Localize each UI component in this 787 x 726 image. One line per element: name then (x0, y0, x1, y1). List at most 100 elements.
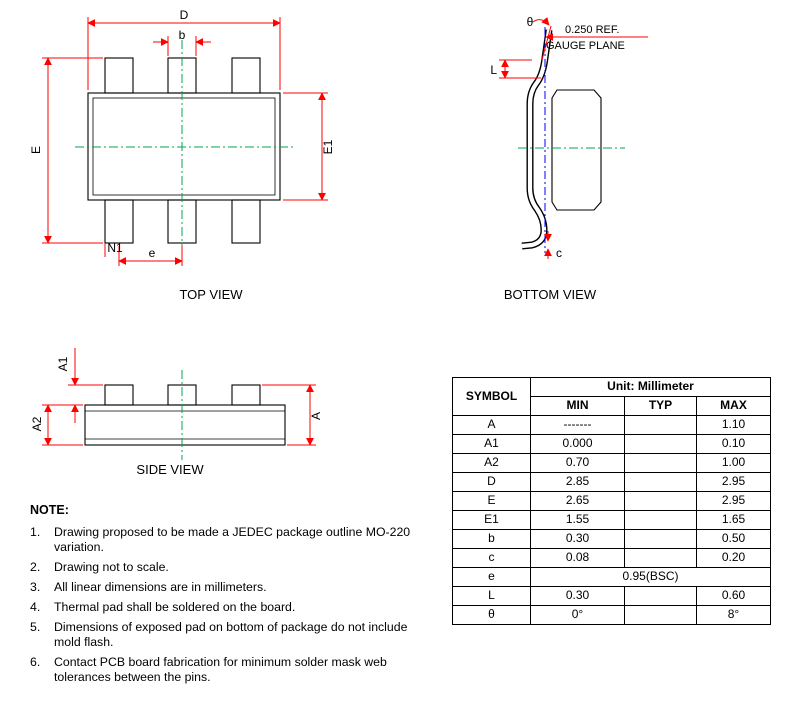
note-item-4: 4. Thermal pad shall be soldered on the … (30, 600, 430, 615)
note-text: Dimensions of exposed pad on bottom of p… (54, 620, 408, 649)
note-item-1: 1. Drawing proposed to be made a JEDEC p… (30, 525, 430, 555)
note-text: Thermal pad shall be soldered on the boa… (54, 600, 296, 614)
max-cell: 1.00 (696, 453, 771, 473)
dim-row-e-cap: E 2.65 2.95 (452, 491, 771, 511)
symbol-cell: L (452, 586, 531, 606)
dim-label-a2: A2 (30, 416, 44, 431)
bottom-view-lead (521, 29, 553, 250)
notes-title: NOTE: (30, 503, 69, 517)
bottom-view-dimension-lines (499, 16, 648, 259)
note-number: 3. (30, 580, 41, 594)
symbol-cell: b (452, 529, 531, 549)
symbol-cell: A (452, 415, 531, 435)
dim-label-a: A (309, 412, 323, 420)
side-view: A1 A2 A SIDE VIEW (20, 330, 340, 490)
top-view-drawing: D b E E1 N1 e TOP VIEW (29, 10, 335, 302)
dim-row-e: e 0.95(BSC) (452, 567, 771, 587)
max-cell: 0.20 (696, 548, 771, 568)
top-view-title: TOP VIEW (179, 287, 243, 302)
min-cell: 0.08 (530, 548, 625, 568)
top-view-centerlines (75, 40, 296, 257)
dim-label-e: e (149, 246, 156, 260)
dim-row-a2: A2 0.70 1.00 (452, 453, 771, 473)
note-text: Drawing not to scale. (54, 560, 169, 574)
dim-label-e1: E1 (321, 139, 335, 154)
dim-label-d: D (180, 10, 189, 22)
note-number: 4. (30, 600, 41, 614)
max-cell: 2.95 (696, 472, 771, 492)
dim-row-a: A ------- 1.10 (452, 415, 771, 435)
typ-header: TYP (624, 396, 697, 416)
bottom-view-drawing: θ 0.250 REF. GAUGE PLANE L c BOTTOM VIEW (490, 15, 648, 302)
symbol-cell: A2 (452, 453, 531, 473)
dim-label-b: b (179, 28, 186, 42)
note-number: 2. (30, 560, 41, 574)
symbol-header: SYMBOL (452, 377, 531, 416)
symbol-cell: E (452, 491, 531, 511)
dim-label-a1: A1 (56, 356, 70, 371)
dim-label-l: L (490, 63, 497, 77)
max-cell: 0.60 (696, 586, 771, 606)
dim-row-e1: E1 1.55 1.65 (452, 510, 771, 530)
min-cell: 2.85 (530, 472, 625, 492)
symbol-cell: θ (452, 605, 531, 625)
note-number: 1. (30, 525, 41, 539)
top-view: D b E E1 N1 e TOP VIEW (20, 10, 340, 305)
note-number: 6. (30, 655, 41, 669)
typ-cell (624, 510, 697, 530)
side-view-package-outline (84, 384, 286, 446)
max-header: MAX (696, 396, 771, 416)
max-cell: 0.50 (696, 529, 771, 549)
dim-row-b: b 0.30 0.50 (452, 529, 771, 549)
span-cell: 0.95(BSC) (530, 567, 771, 587)
top-view-package-outline (87, 57, 281, 244)
min-header: MIN (530, 396, 625, 416)
symbol-cell: e (452, 567, 531, 587)
side-view-title: SIDE VIEW (136, 462, 204, 477)
dimension-table: SYMBOL Unit: Millimeter MIN TYP MAX A --… (452, 377, 771, 625)
typ-cell (624, 529, 697, 549)
min-cell: 0.30 (530, 529, 625, 549)
min-cell: 1.55 (530, 510, 625, 530)
typ-cell (624, 415, 697, 435)
symbol-cell: A1 (452, 434, 531, 454)
symbol-cell: D (452, 472, 531, 492)
dim-label-n1: N1 (107, 241, 123, 255)
max-cell: 8° (696, 605, 771, 625)
note-item-6: 6. Contact PCB board fabrication for min… (30, 655, 430, 685)
typ-cell (624, 453, 697, 473)
typ-cell (624, 586, 697, 606)
symbol-cell: c (452, 548, 531, 568)
notes-section: NOTE: 1. Drawing proposed to be made a J… (30, 503, 430, 690)
max-cell: 1.65 (696, 510, 771, 530)
dim-label-theta: θ (527, 15, 534, 29)
note-item-3: 3. All linear dimensions are in millimet… (30, 580, 430, 595)
typ-cell (624, 491, 697, 511)
table-header-row-1: SYMBOL Unit: Millimeter (452, 377, 771, 416)
note-text: Drawing proposed to be made a JEDEC pack… (54, 525, 411, 554)
typ-cell (624, 434, 697, 454)
typ-cell (624, 605, 697, 625)
min-cell: ------- (530, 415, 625, 435)
dim-label-e-cap: E (29, 146, 43, 154)
note-item-2: 2. Drawing not to scale. (30, 560, 430, 575)
max-cell: 2.95 (696, 491, 771, 511)
min-cell: 0° (530, 605, 625, 625)
bottom-view-body-outline (551, 89, 602, 211)
min-cell: 0.70 (530, 453, 625, 473)
note-text: Contact PCB board fabrication for minimu… (54, 655, 387, 684)
unit-header: Unit: Millimeter (530, 377, 771, 397)
side-view-dimension-lines (42, 348, 316, 446)
dim-row-d: D 2.85 2.95 (452, 472, 771, 492)
top-view-dimension-lines (42, 17, 328, 266)
ref-label: 0.250 REF. (565, 24, 619, 36)
bottom-view-title: BOTTOM VIEW (504, 287, 597, 302)
note-number: 5. (30, 620, 41, 634)
gauge-plane-label: GAUGE PLANE (546, 40, 625, 52)
typ-cell (624, 548, 697, 568)
min-cell: 0.000 (530, 434, 625, 454)
min-cell: 0.30 (530, 586, 625, 606)
side-view-drawing: A1 A2 A SIDE VIEW (30, 348, 323, 477)
max-cell: 0.10 (696, 434, 771, 454)
note-item-5: 5. Dimensions of exposed pad on bottom o… (30, 620, 430, 650)
